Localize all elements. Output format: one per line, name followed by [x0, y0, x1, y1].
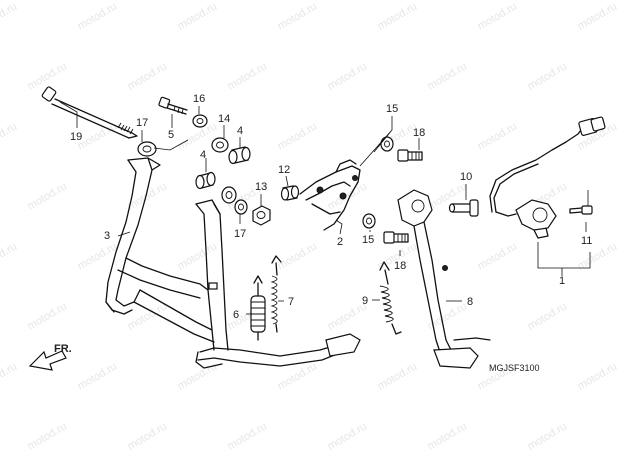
direction-label: FR.	[54, 343, 72, 355]
watermark-text: motod.ru	[526, 300, 570, 332]
watermark-text: motod.ru	[176, 240, 220, 272]
watermark-text: motod.ru	[276, 240, 320, 272]
spring-7[interactable]	[270, 255, 282, 333]
watermark-text: motod.ru	[76, 360, 120, 392]
watermark-text: motod.ru	[476, 240, 520, 272]
bolt-18-upper[interactable]	[397, 149, 423, 162]
watermark-text: motod.ru	[26, 420, 70, 452]
watermark-text: motod.ru	[226, 420, 270, 452]
callout-8: 8	[467, 296, 473, 308]
callout-labels: 1 2 3 4 4 5 6 7 8 9 10 11 12 13 14 15 15…	[70, 93, 592, 321]
watermark-text: motod.ru	[0, 360, 19, 392]
leader-lines	[59, 101, 591, 315]
front-direction-arrow: FR.	[28, 343, 72, 371]
collar-4-lower[interactable]	[195, 171, 216, 190]
callout-15-upper: 15	[386, 103, 398, 115]
watermark-text: motod.ru	[376, 360, 420, 392]
watermark-text: motod.ru	[476, 0, 520, 32]
callout-10: 10	[460, 171, 472, 183]
watermark-text: motod.ru	[0, 240, 19, 272]
bolt-18-lower[interactable]	[383, 231, 409, 244]
callout-2: 2	[337, 236, 343, 248]
washer-17-lower[interactable]	[234, 199, 248, 215]
washer-15-lower[interactable]	[362, 213, 376, 229]
washer-15-upper[interactable]	[380, 136, 394, 152]
spring-6[interactable]	[250, 275, 266, 341]
watermark-text: motod.ru	[176, 360, 220, 392]
watermark-text: motod.ru	[26, 180, 70, 212]
washer-17-upper[interactable]	[137, 141, 157, 157]
callout-1: 1	[559, 275, 565, 287]
callout-18-upper: 18	[413, 127, 425, 139]
watermark-text: motod.ru	[26, 300, 70, 332]
watermark-text: motod.ru	[326, 420, 370, 452]
callout-18-lower: 18	[394, 260, 406, 272]
callout-15-lower: 15	[362, 234, 374, 246]
callout-9: 9	[362, 295, 368, 307]
watermark-text: motod.ru	[526, 420, 570, 452]
bracket-2[interactable]	[299, 159, 361, 231]
watermark-text: motod.ru	[126, 420, 170, 452]
watermark-text: motod.ru	[76, 0, 120, 32]
callout-12: 12	[278, 164, 290, 176]
nut-13[interactable]	[252, 205, 271, 226]
watermark-text: motod.ru	[476, 120, 520, 152]
watermark-text: motod.ru	[576, 0, 620, 32]
watermark-text: motod.ru	[376, 0, 420, 32]
main-stand-3[interactable]	[105, 157, 361, 369]
callout-17-lower: 17	[234, 228, 246, 240]
screw-11[interactable]	[569, 205, 593, 215]
watermark-text: motod.ru	[276, 0, 320, 32]
pivot-bolt-10[interactable]	[448, 199, 479, 217]
watermark-text: motod.ru	[0, 120, 19, 152]
watermark-text: motod.ru	[76, 240, 120, 272]
watermark-text: motod.ru	[276, 120, 320, 152]
sidestand-switch-1[interactable]	[489, 116, 606, 239]
callout-7: 7	[288, 296, 294, 308]
washer-14[interactable]	[211, 137, 229, 153]
callout-4-upper: 4	[237, 125, 243, 137]
callout-16: 16	[193, 93, 205, 105]
callout-11: 11	[581, 235, 592, 247]
callout-14: 14	[218, 113, 230, 125]
callout-4-lower: 4	[200, 149, 206, 161]
callout-5: 5	[168, 129, 174, 141]
watermark-text: motod.ru	[526, 60, 570, 92]
callout-13: 13	[255, 181, 267, 193]
watermark-text: motod.ru	[326, 60, 370, 92]
watermark-text: motod.ru	[126, 60, 170, 92]
watermark-text: motod.ru	[426, 60, 470, 92]
watermark-text: motod.ru	[576, 360, 620, 392]
watermark-text: motod.ru	[426, 300, 470, 332]
callout-19: 19	[70, 131, 82, 143]
callout-3: 3	[104, 230, 110, 242]
diagram-code: MGJSF3100	[489, 363, 540, 373]
side-stand-8[interactable]	[397, 189, 491, 369]
callout-17-upper: 17	[136, 117, 148, 129]
bolt-19[interactable]	[41, 86, 138, 139]
watermark-text: motod.ru	[226, 60, 270, 92]
bolt-5[interactable]	[158, 96, 188, 115]
collar-pivot[interactable]	[221, 186, 237, 204]
spring-9[interactable]	[379, 261, 402, 335]
callout-6: 6	[233, 309, 239, 321]
watermark-text: motod.ru	[426, 420, 470, 452]
washer-16[interactable]	[192, 114, 208, 128]
watermark-text: motod.ru	[0, 0, 19, 32]
bushing-12[interactable]	[280, 185, 300, 201]
collar-4-upper[interactable]	[228, 146, 251, 165]
watermark-text: motod.ru	[176, 0, 220, 32]
watermark-text: motod.ru	[426, 180, 470, 212]
